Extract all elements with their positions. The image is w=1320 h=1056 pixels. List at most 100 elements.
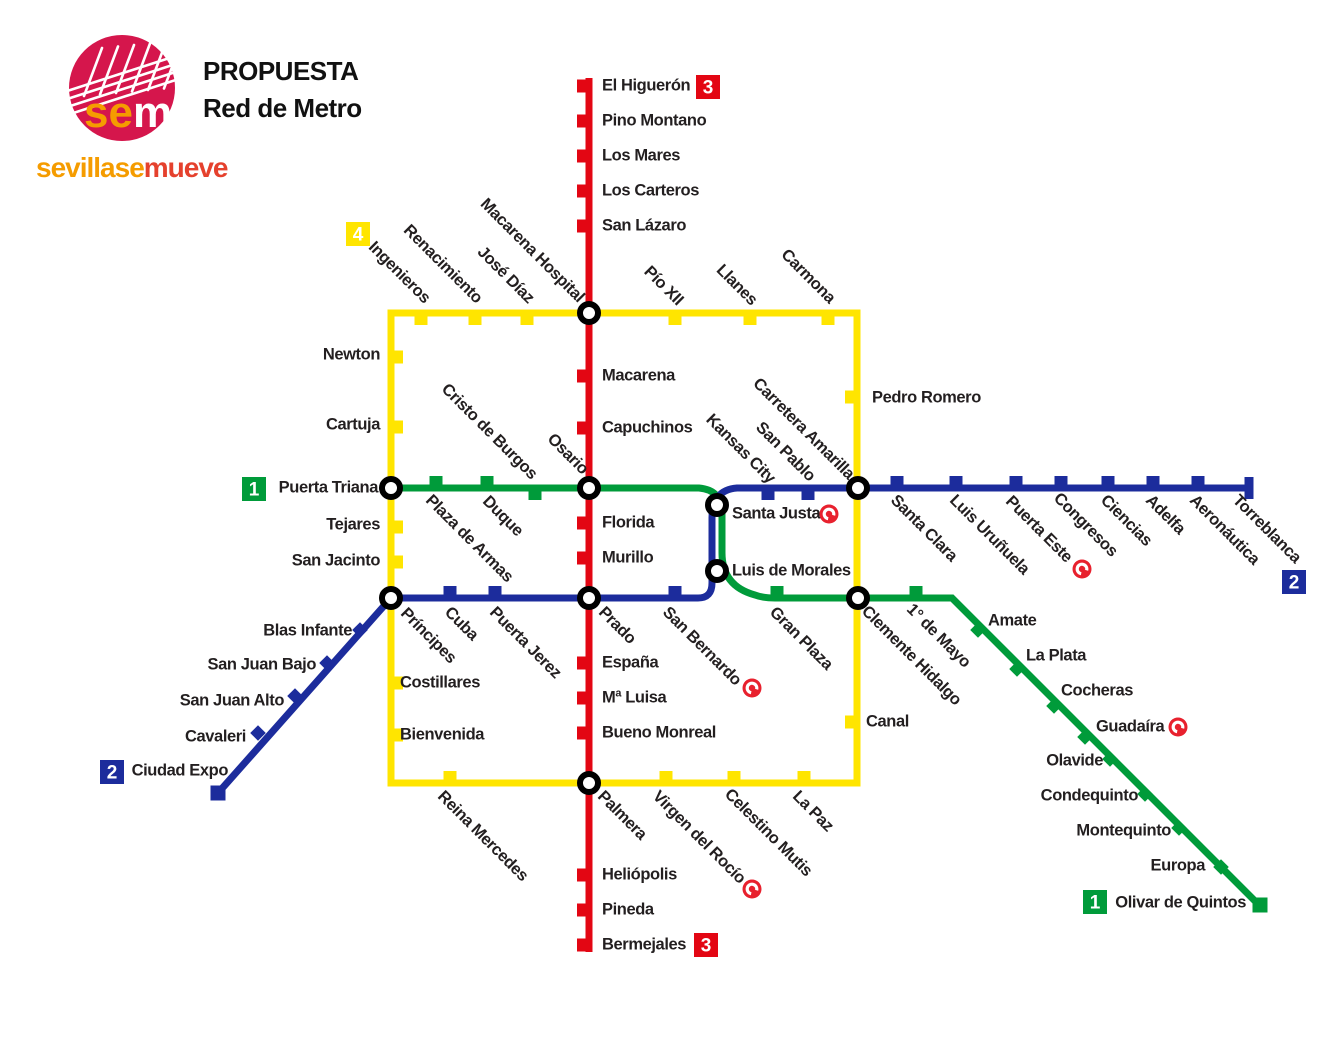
station-label: San Juan Bajo — [208, 655, 317, 673]
station-label: Montequinto — [1076, 821, 1171, 839]
station-label: Duque — [479, 492, 527, 540]
line-badge-4: 4 — [346, 222, 370, 246]
cercanias-icon — [819, 504, 839, 524]
station-label: San Juan Alto — [180, 691, 285, 709]
station-tick — [1101, 476, 1115, 489]
station-tick — [577, 868, 590, 882]
station-label: Reina Mercedes — [434, 787, 532, 885]
svg-text:4: 4 — [353, 225, 364, 246]
station-label: Costillares — [400, 673, 480, 691]
station-label: La Plata — [1026, 646, 1087, 664]
station-tick — [390, 728, 403, 742]
station-label: Llanes — [713, 261, 761, 309]
page-subtitle: Red de Metro — [203, 93, 362, 123]
interchange-station — [705, 493, 729, 517]
station-tick — [761, 487, 775, 500]
svg-text:1: 1 — [1090, 893, 1101, 914]
station-label: Cuba — [441, 603, 483, 645]
station-tick — [390, 420, 403, 434]
station-tick — [577, 149, 590, 163]
station-label: Amate — [988, 611, 1037, 629]
station-label: San Jacinto — [292, 551, 381, 569]
station-tick — [390, 676, 403, 690]
station-tick — [577, 421, 590, 435]
station-tick — [1137, 786, 1153, 802]
station-tick — [821, 312, 835, 325]
station-label: Palmera — [594, 787, 651, 844]
station-tick — [770, 586, 784, 599]
interchange-station — [846, 476, 870, 500]
svg-text:3: 3 — [703, 78, 714, 99]
station-label: Bermejales — [602, 935, 686, 953]
station-tick — [443, 586, 457, 599]
interchange-station — [577, 476, 601, 500]
station-tick — [1102, 751, 1118, 767]
station-label: Tejares — [326, 515, 380, 533]
station-tick — [488, 586, 502, 599]
line-badge-1: 1 — [242, 477, 266, 501]
station-label: Murillo — [602, 548, 654, 566]
station-tick — [577, 219, 590, 233]
station-tick — [577, 903, 590, 917]
station-tick — [390, 555, 403, 569]
station-tick — [577, 656, 590, 670]
line-badge-3: 3 — [696, 75, 720, 99]
station-tick — [659, 771, 673, 784]
metro-line-4 — [387, 309, 861, 787]
station-label: Los Mares — [602, 146, 680, 164]
svg-text:sem: sem — [84, 88, 172, 137]
line-badge-1: 1 — [1083, 890, 1107, 914]
station-tick — [1009, 476, 1023, 489]
terminal-cap — [1252, 897, 1268, 913]
station-label: Capuchinos — [602, 418, 693, 436]
station-tick — [1077, 729, 1093, 745]
station-tick — [845, 715, 858, 729]
station-tick — [970, 622, 986, 638]
terminal-cap — [1244, 477, 1254, 499]
terminal-cap — [210, 785, 226, 801]
metro-line-2 — [215, 484, 1249, 796]
line-badge-2: 2 — [1282, 570, 1306, 594]
station-tick — [743, 312, 757, 325]
interchange-station — [577, 771, 601, 795]
station-label: Bueno Monreal — [602, 723, 716, 741]
station-label: Pino Montano — [602, 111, 707, 129]
station-tick — [528, 487, 542, 500]
interchange-station — [705, 559, 729, 583]
station-tick — [390, 350, 403, 364]
station-label: El Higuerón — [602, 76, 691, 94]
station-tick — [1146, 476, 1160, 489]
station-label: Cartuja — [326, 415, 381, 433]
sem-logo: sem — [66, 35, 178, 141]
station-label: Pineda — [602, 900, 655, 918]
station-label: Newton — [323, 345, 381, 363]
station-tick — [909, 586, 923, 599]
station-tick — [443, 771, 457, 784]
interchange-station — [846, 586, 870, 610]
interchange-station — [379, 586, 403, 610]
svg-text:3: 3 — [701, 936, 712, 957]
station-tick — [1054, 476, 1068, 489]
station-label: Canal — [866, 712, 909, 730]
station-label: Florida — [602, 513, 655, 531]
station-label: Osario — [544, 430, 592, 478]
station-label: Olivar de Quintos — [1115, 893, 1246, 911]
station-label: Macarena — [602, 366, 676, 384]
station-tick — [480, 476, 494, 489]
station-tick — [801, 487, 815, 500]
station-label: Heliópolis — [602, 865, 677, 883]
svg-text:1: 1 — [249, 480, 260, 501]
station-tick — [577, 551, 590, 565]
brand-part-red: mueve — [143, 152, 229, 183]
station-tick — [1171, 820, 1187, 836]
station-label: Pedro Romero — [872, 388, 981, 406]
station-label: Carmona — [777, 246, 839, 308]
station-tick — [577, 938, 590, 952]
station-tick — [1213, 859, 1229, 875]
station-tick — [468, 312, 482, 325]
svg-text:2: 2 — [107, 763, 118, 784]
station-tick — [577, 691, 590, 705]
cercanias-icon — [742, 879, 762, 899]
station-tick — [845, 390, 858, 404]
